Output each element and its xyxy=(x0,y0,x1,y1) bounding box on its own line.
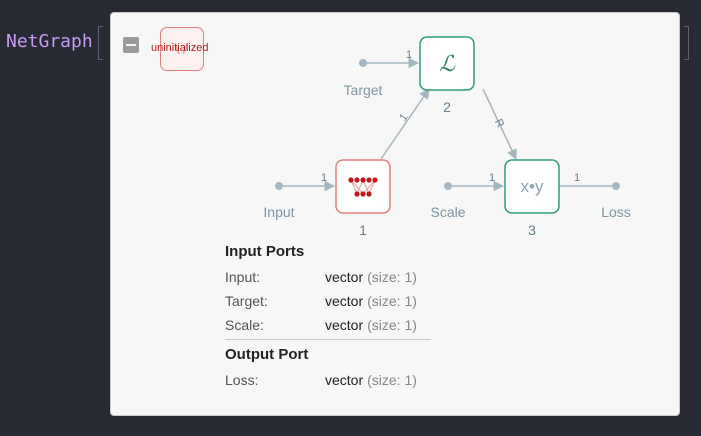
port-row: Target: vector (size: 1) xyxy=(225,289,435,313)
netgraph-head: NetGraph xyxy=(6,31,93,52)
left-bracket xyxy=(98,26,103,60)
edge-label: 1 xyxy=(397,112,410,124)
netgraph-panel: uninitialized 1 1 1 R 1 1 xyxy=(110,12,680,416)
right-bracket xyxy=(684,26,689,60)
edge-1-to-2 xyxy=(380,88,430,160)
port-name: Scale: xyxy=(225,317,264,333)
weights-icon xyxy=(348,177,378,197)
port-size: (size: 1) xyxy=(367,269,417,285)
port-size: (size: 1) xyxy=(367,293,417,309)
port-row: Input: vector (size: 1) xyxy=(225,265,435,289)
target-label: Target xyxy=(344,82,383,98)
input-label: Input xyxy=(263,204,294,220)
edge-label: 1 xyxy=(574,172,580,184)
node-3[interactable]: x•y xyxy=(504,159,560,214)
port-type: vector xyxy=(325,293,364,309)
port-row: Loss: vector (size: 1) xyxy=(225,368,435,392)
minus-icon xyxy=(126,44,136,46)
loss-glyph: ℒ xyxy=(439,52,456,77)
loss-label: Loss xyxy=(601,204,631,220)
node-number: 2 xyxy=(443,99,451,115)
dot-product-glyph: x•y xyxy=(521,177,544,196)
uninitialized-status-icon xyxy=(160,27,204,71)
edge-label: R xyxy=(492,117,506,130)
input-dot xyxy=(275,182,283,190)
ports-table: Input Ports Input: vector (size: 1) Targ… xyxy=(225,243,435,392)
port-type: vector xyxy=(325,372,364,388)
loss-dot xyxy=(612,182,620,190)
port-size: (size: 1) xyxy=(367,317,417,333)
node-2[interactable]: ℒ xyxy=(419,36,475,91)
edge-label: 1 xyxy=(489,172,495,184)
port-size: (size: 1) xyxy=(367,372,417,388)
status-label: uninitialized xyxy=(151,42,209,54)
ports-divider xyxy=(225,339,431,340)
edge-label: 1 xyxy=(406,49,412,61)
collapse-button[interactable] xyxy=(123,37,139,53)
edge-label: 1 xyxy=(321,172,327,184)
port-name: Loss: xyxy=(225,372,259,388)
graph-diagram: 1 1 1 R 1 1 xyxy=(263,36,631,238)
edge-2-to-3 xyxy=(482,88,517,160)
node-1[interactable] xyxy=(335,159,391,214)
output-port-title: Output Port xyxy=(225,346,309,363)
scale-dot xyxy=(444,182,452,190)
scale-label: Scale xyxy=(430,204,465,220)
port-type: vector xyxy=(325,269,364,285)
port-name: Input: xyxy=(225,269,261,285)
port-row: Scale: vector (size: 1) xyxy=(225,313,435,337)
input-ports-title: Input Ports xyxy=(225,243,305,260)
port-type: vector xyxy=(325,317,364,333)
node-number: 3 xyxy=(528,222,536,238)
target-dot xyxy=(359,59,367,67)
net-icon xyxy=(174,43,188,55)
port-name: Target: xyxy=(225,293,268,309)
node-number: 1 xyxy=(359,222,367,238)
